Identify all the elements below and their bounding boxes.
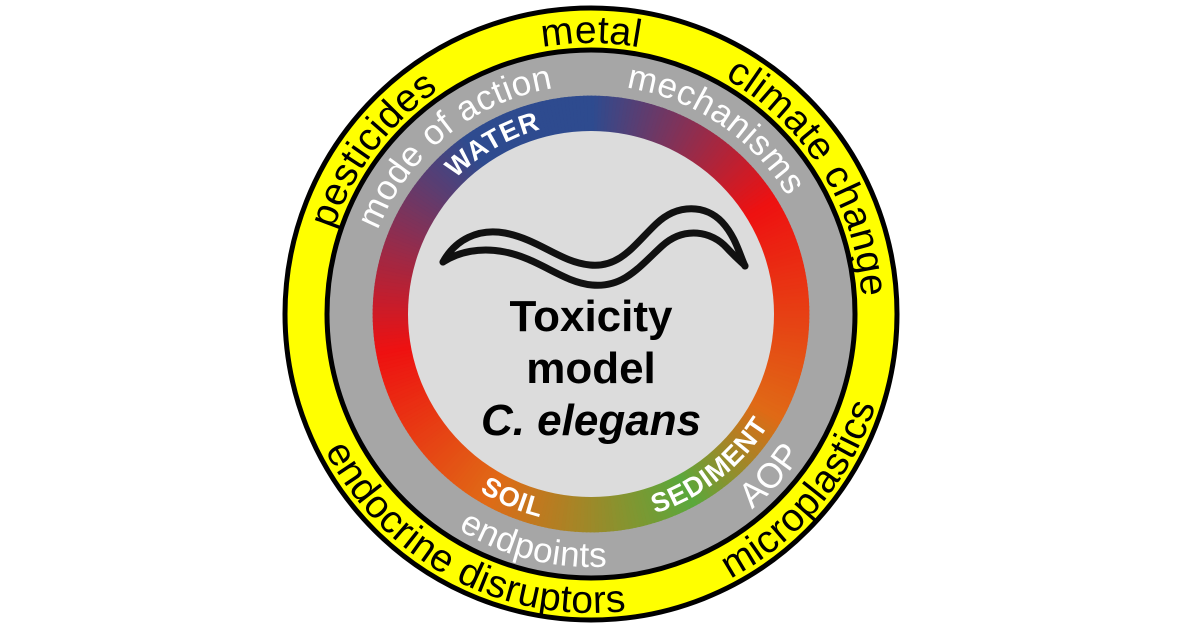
center-line-2: model bbox=[526, 344, 656, 393]
center-line-1: Toxicity bbox=[509, 292, 673, 341]
center-line-3: C. elegans bbox=[481, 396, 701, 445]
outer-ring-label-metal: metal bbox=[538, 9, 645, 56]
center-disc bbox=[408, 131, 774, 497]
nematode-worm-icon bbox=[439, 205, 749, 289]
